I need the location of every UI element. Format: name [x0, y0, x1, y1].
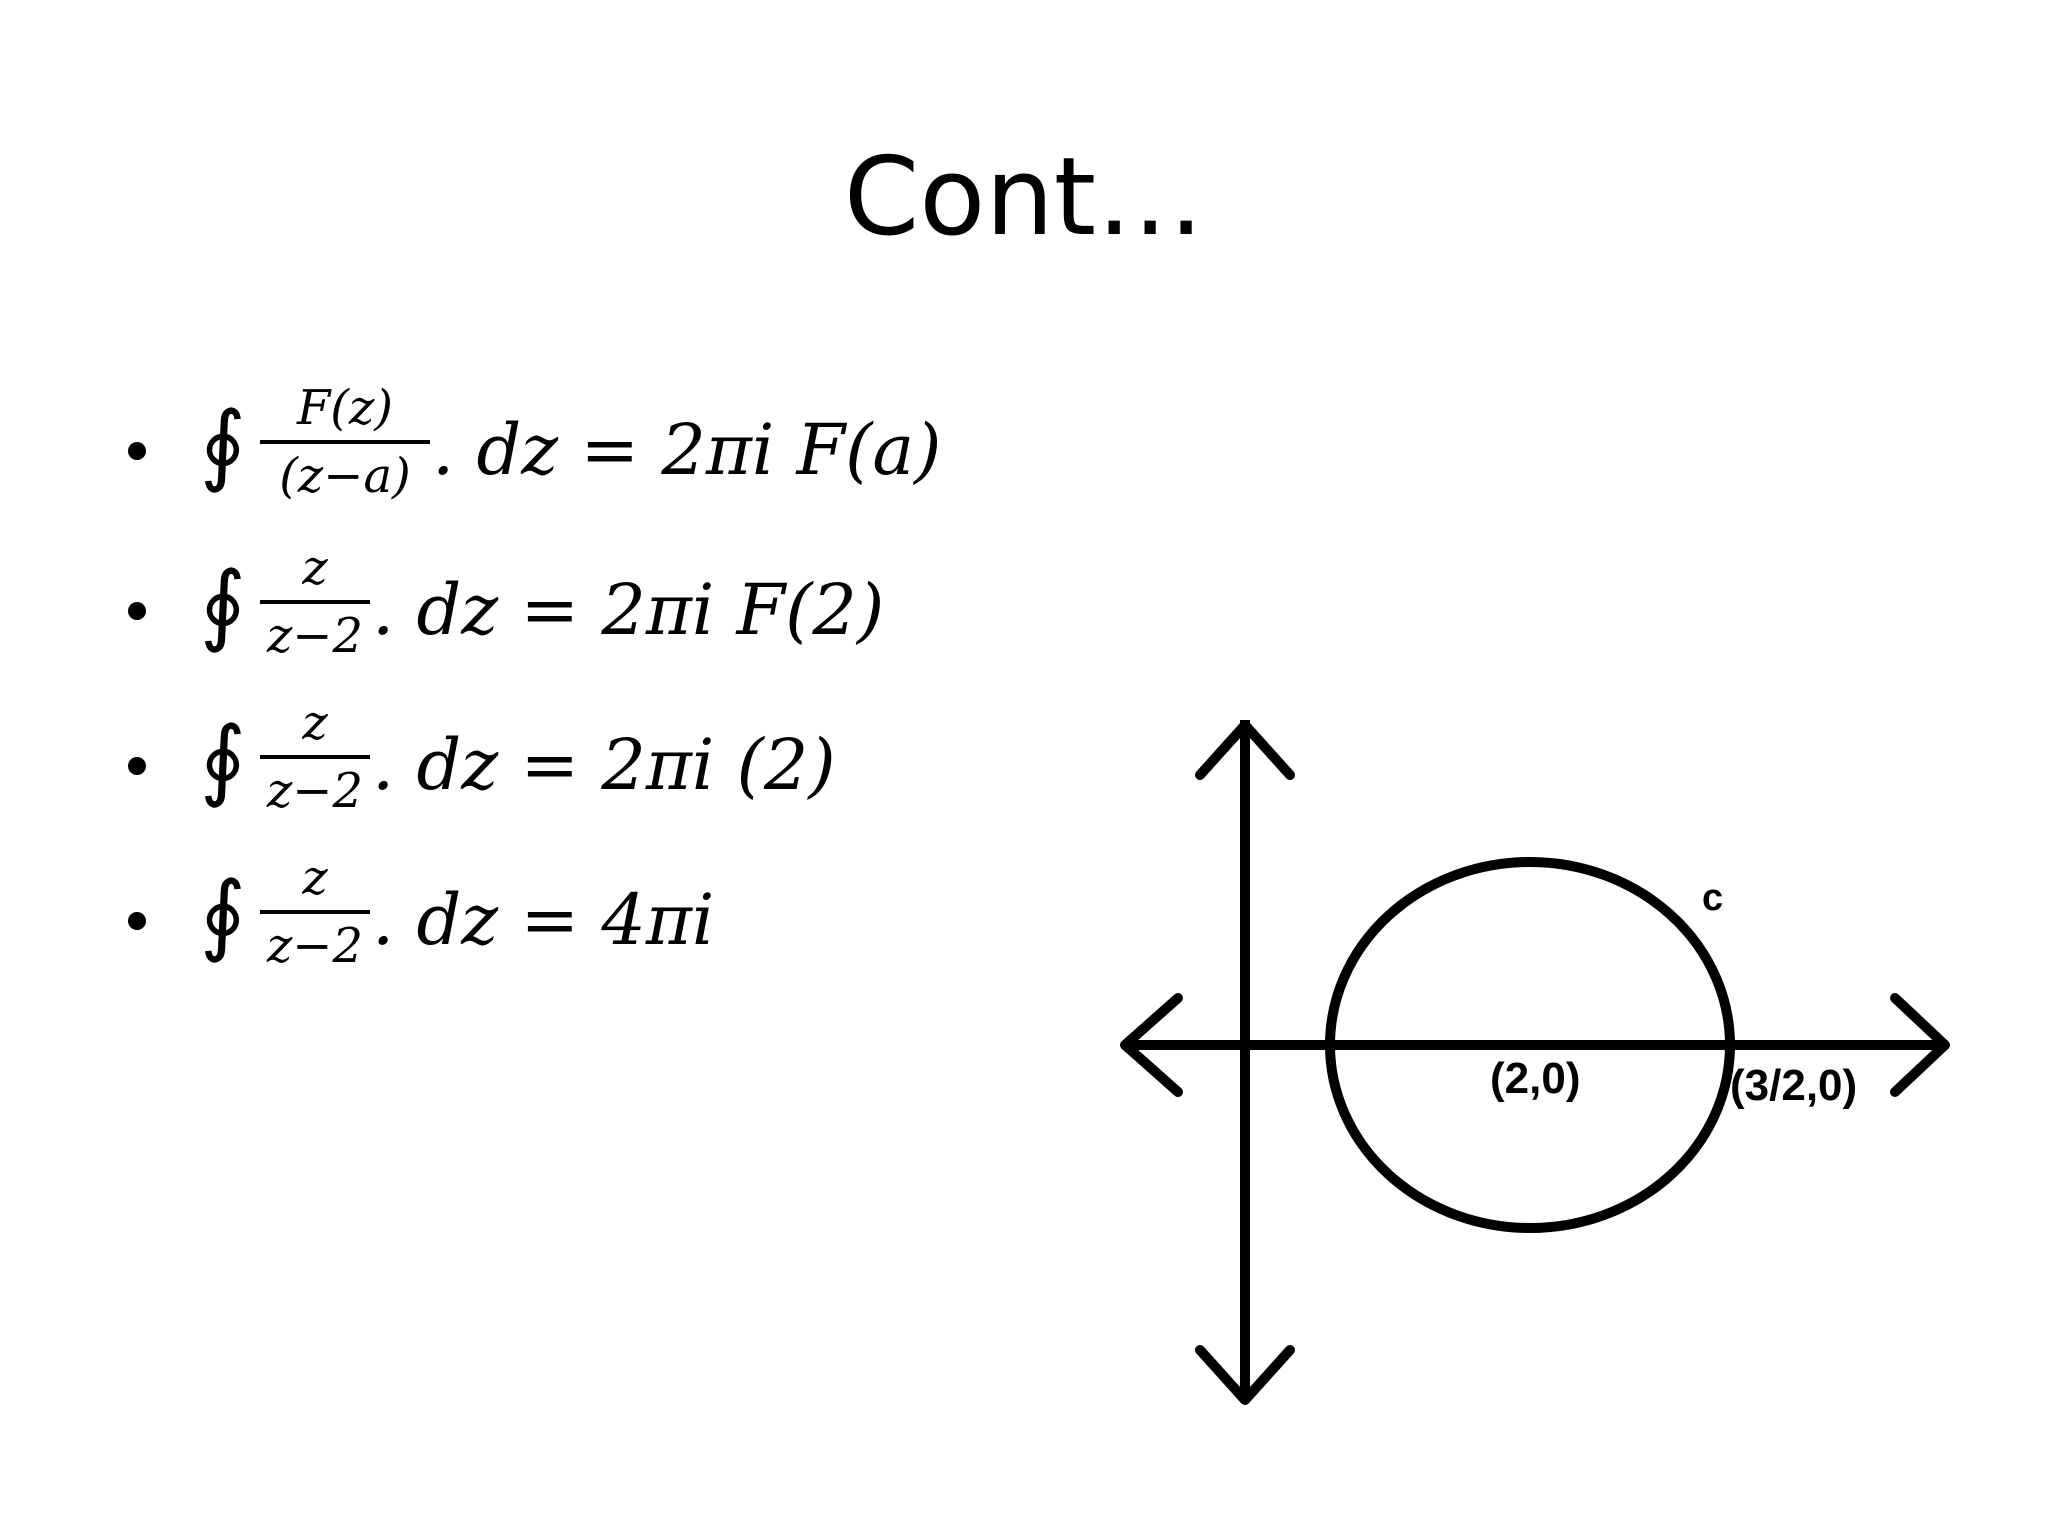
fraction-numerator: F(z) — [296, 380, 394, 436]
fraction-bar — [260, 755, 370, 759]
fraction-numerator: z — [302, 850, 328, 906]
equation-row-1: ∮ F(z) (z−a) . dz = 2πi F(a) — [120, 380, 1020, 520]
bullet-icon — [128, 602, 146, 620]
contour-integral-symbol: ∮ — [200, 707, 246, 810]
curve-label: c — [1702, 877, 1723, 919]
fraction-denominator: z−2 — [266, 608, 364, 664]
bullet-icon — [128, 912, 146, 930]
fraction-bar — [260, 440, 430, 444]
fraction-denominator: z−2 — [266, 763, 364, 819]
equation-rhs: . dz = 2πi F(2) — [372, 569, 885, 651]
fraction: F(z) (z−a) — [260, 380, 430, 504]
fraction-numerator: z — [302, 540, 328, 596]
contour-integral-symbol: ∮ — [200, 862, 246, 965]
up-arrow-icon — [1195, 720, 1295, 780]
equation-rhs: . dz = 2πi (2) — [372, 724, 836, 806]
fraction-bar — [260, 600, 370, 604]
fraction: z z−2 — [260, 850, 370, 974]
bullet-icon — [128, 442, 146, 460]
fraction: z z−2 — [260, 540, 370, 664]
contour-diagram: c (2,0) (3/2,0) — [1120, 720, 1950, 1405]
fraction-denominator: (z−a) — [279, 448, 411, 504]
equation-row-4: ∮ z z−2 . dz = 4πi — [120, 850, 1020, 990]
slide-title: Cont… — [843, 135, 1205, 260]
equation-rhs: . dz = 4πi — [372, 879, 715, 961]
fraction: z z−2 — [260, 695, 370, 819]
contour-integral-symbol: ∮ — [200, 392, 246, 495]
down-arrow-icon — [1195, 1345, 1295, 1405]
equation-row-3: ∮ z z−2 . dz = 2πi (2) — [120, 695, 1020, 835]
fraction-bar — [260, 910, 370, 914]
bullet-icon — [128, 757, 146, 775]
center-point-label: (2,0) — [1490, 1054, 1580, 1103]
left-arrow-icon — [1120, 993, 1183, 1097]
fraction-numerator: z — [302, 695, 328, 751]
fraction-denominator: z−2 — [266, 918, 364, 974]
equation-rhs: . dz = 2πi F(a) — [432, 409, 942, 491]
intercept-point-label: (3/2,0) — [1730, 1061, 1857, 1110]
right-arrow-icon — [1890, 993, 1950, 1097]
contour-integral-symbol: ∮ — [200, 552, 246, 655]
contour-circle — [1325, 857, 1735, 1233]
equation-row-2: ∮ z z−2 . dz = 2πi F(2) — [120, 540, 1020, 680]
